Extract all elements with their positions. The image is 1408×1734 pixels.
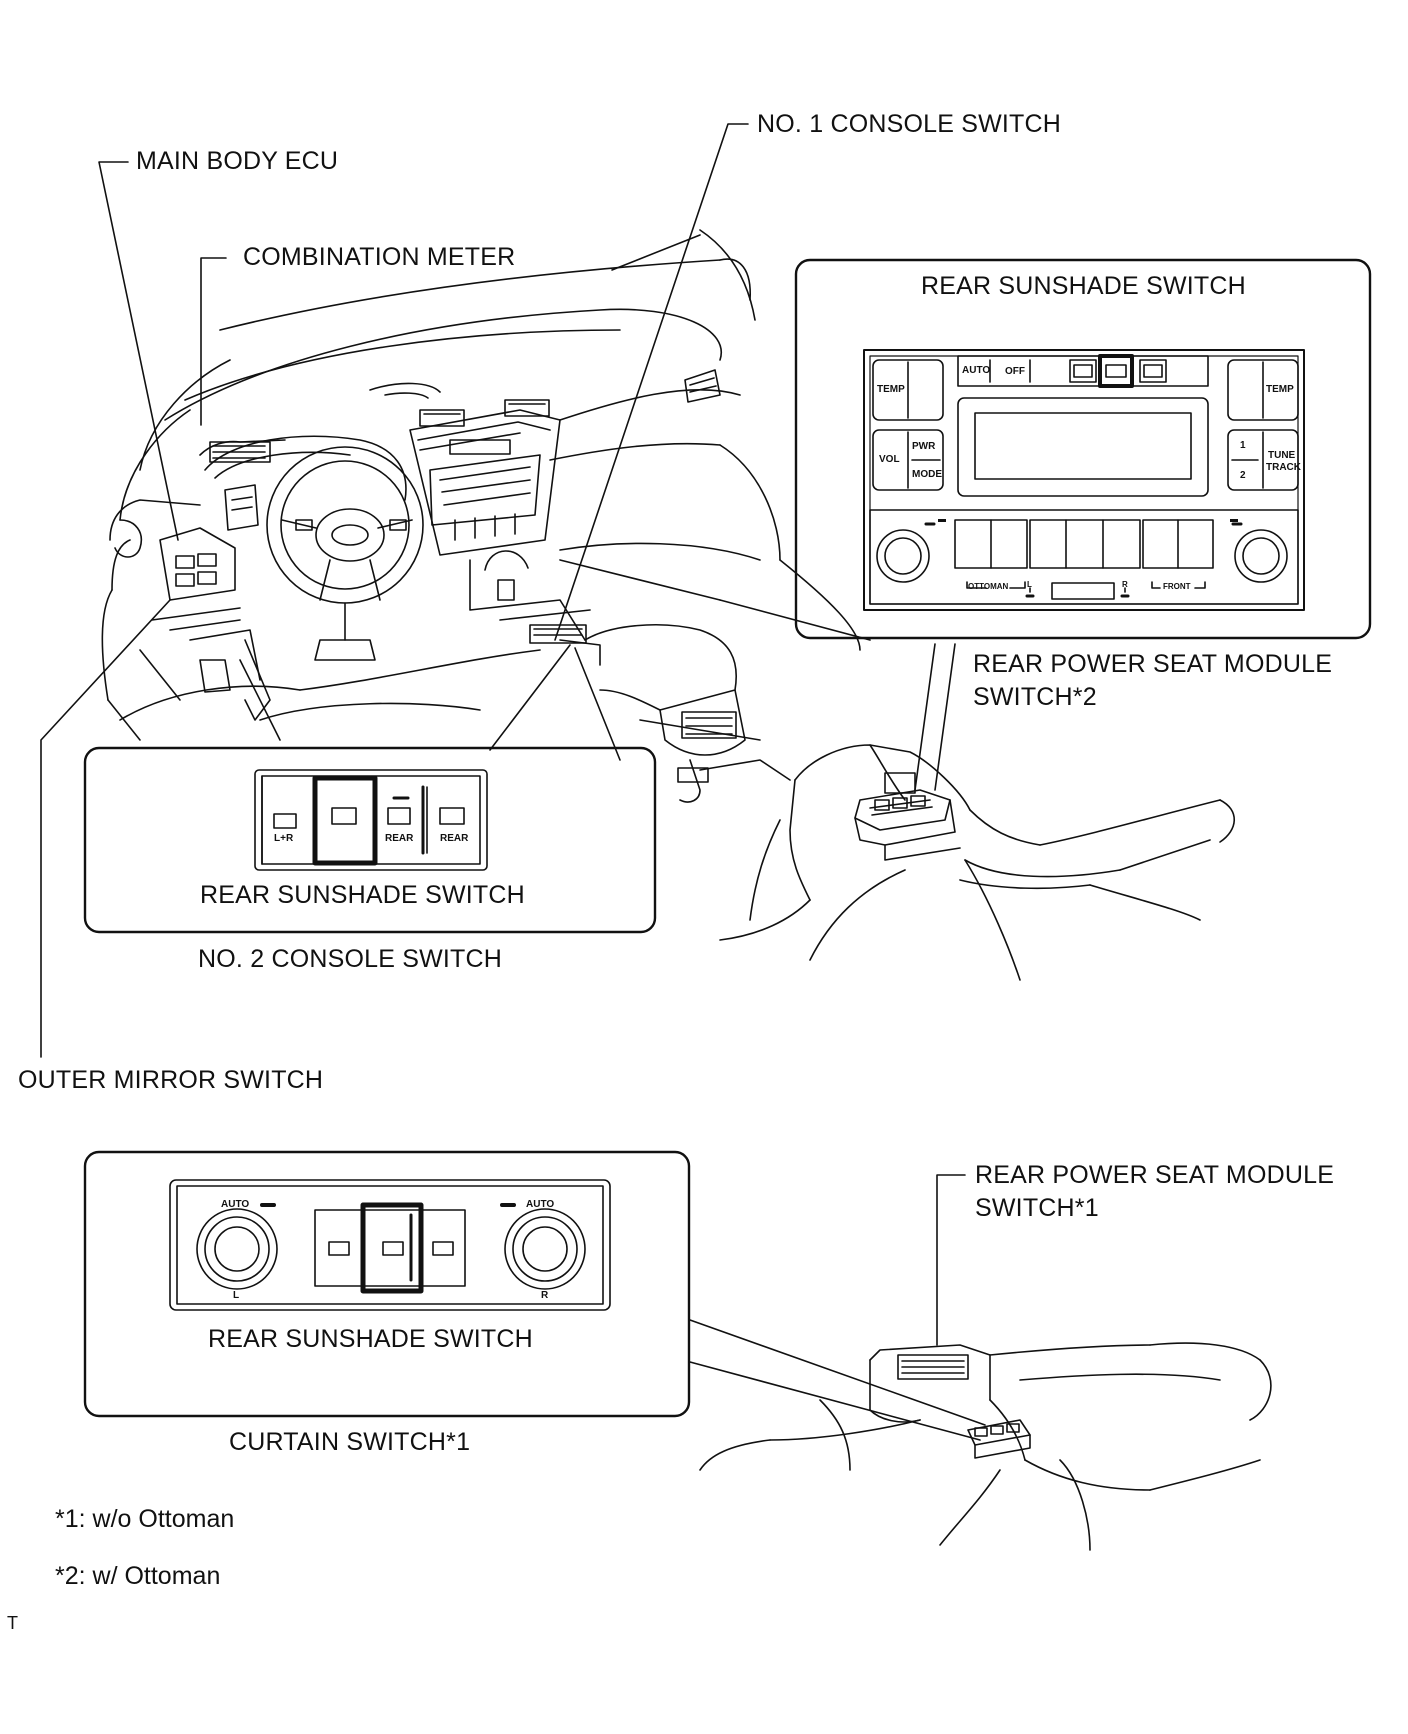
no1-console-switch-label: NO. 1 CONSOLE SWITCH — [757, 110, 1062, 138]
rear-power-seat-module-switch-1-label-line2: SWITCH*1 — [975, 1194, 1099, 1222]
front-text: FRONT — [1163, 582, 1191, 591]
rear-console-upper-illustration — [719, 744, 1235, 981]
mode-text: MODE — [912, 469, 942, 480]
no2-panel-title: REAR SUNSHADE SWITCH — [200, 881, 525, 909]
lr-text: L+R — [274, 833, 294, 844]
curtain-callout — [83, 1150, 691, 1418]
rear-console-lower-illustration — [699, 1342, 1272, 1551]
temp-right-text: TEMP — [1266, 384, 1294, 395]
rear-text-1: REAR — [385, 833, 414, 844]
two-text: 2 — [1240, 470, 1246, 481]
outer-mirror-switch-label: OUTER MIRROR SWITCH — [18, 1066, 324, 1094]
curtain-l-text: L — [233, 1290, 240, 1301]
rear-power-seat-module-switch-2-label-line1: REAR POWER SEAT MODULE — [973, 650, 1333, 678]
combination-meter-label: COMBINATION METER — [243, 243, 516, 271]
off-text: OFF — [1005, 366, 1025, 377]
no2-console-switch-label: NO. 2 CONSOLE SWITCH — [198, 945, 503, 973]
leader-lines — [40, 123, 986, 1441]
upper-right-callout — [794, 258, 1372, 640]
curtain-switch-1-label: CURTAIN SWITCH*1 — [229, 1428, 471, 1456]
track-text: TRACK — [1266, 462, 1301, 473]
one-text: 1 — [1240, 440, 1246, 451]
corner-mark: T — [7, 1613, 18, 1633]
dashboard-illustration — [101, 229, 871, 803]
pwr-text: PWR — [912, 441, 936, 452]
rear-text-2: REAR — [440, 833, 469, 844]
curtain-panel-title: REAR SUNSHADE SWITCH — [208, 1325, 533, 1353]
curtain-r-text: R — [541, 1290, 549, 1301]
footnote-2: *2: w/ Ottoman — [55, 1562, 221, 1590]
upper-panel-title: REAR SUNSHADE SWITCH — [921, 272, 1246, 300]
main-body-ecu-label: MAIN BODY ECU — [136, 147, 339, 175]
r-text: R — [1122, 580, 1128, 589]
temp-left-text: TEMP — [877, 384, 905, 395]
auto-right-text: AUTO — [526, 1199, 555, 1210]
footnote-1: *1: w/o Ottoman — [55, 1505, 235, 1533]
rear-power-seat-module-switch-1-label-line1: REAR POWER SEAT MODULE — [975, 1161, 1335, 1189]
auto-left-text: AUTO — [221, 1199, 250, 1210]
no2-callout — [83, 746, 657, 934]
rear-power-seat-module-switch-2-label-line2: SWITCH*2 — [973, 683, 1097, 711]
auto-text: AUTO — [962, 365, 991, 376]
tune-text: TUNE — [1268, 450, 1296, 461]
vol-text: VOL — [879, 454, 900, 465]
ottoman-text: OTTOMAN — [968, 582, 1009, 591]
l-text: L — [1027, 580, 1032, 589]
